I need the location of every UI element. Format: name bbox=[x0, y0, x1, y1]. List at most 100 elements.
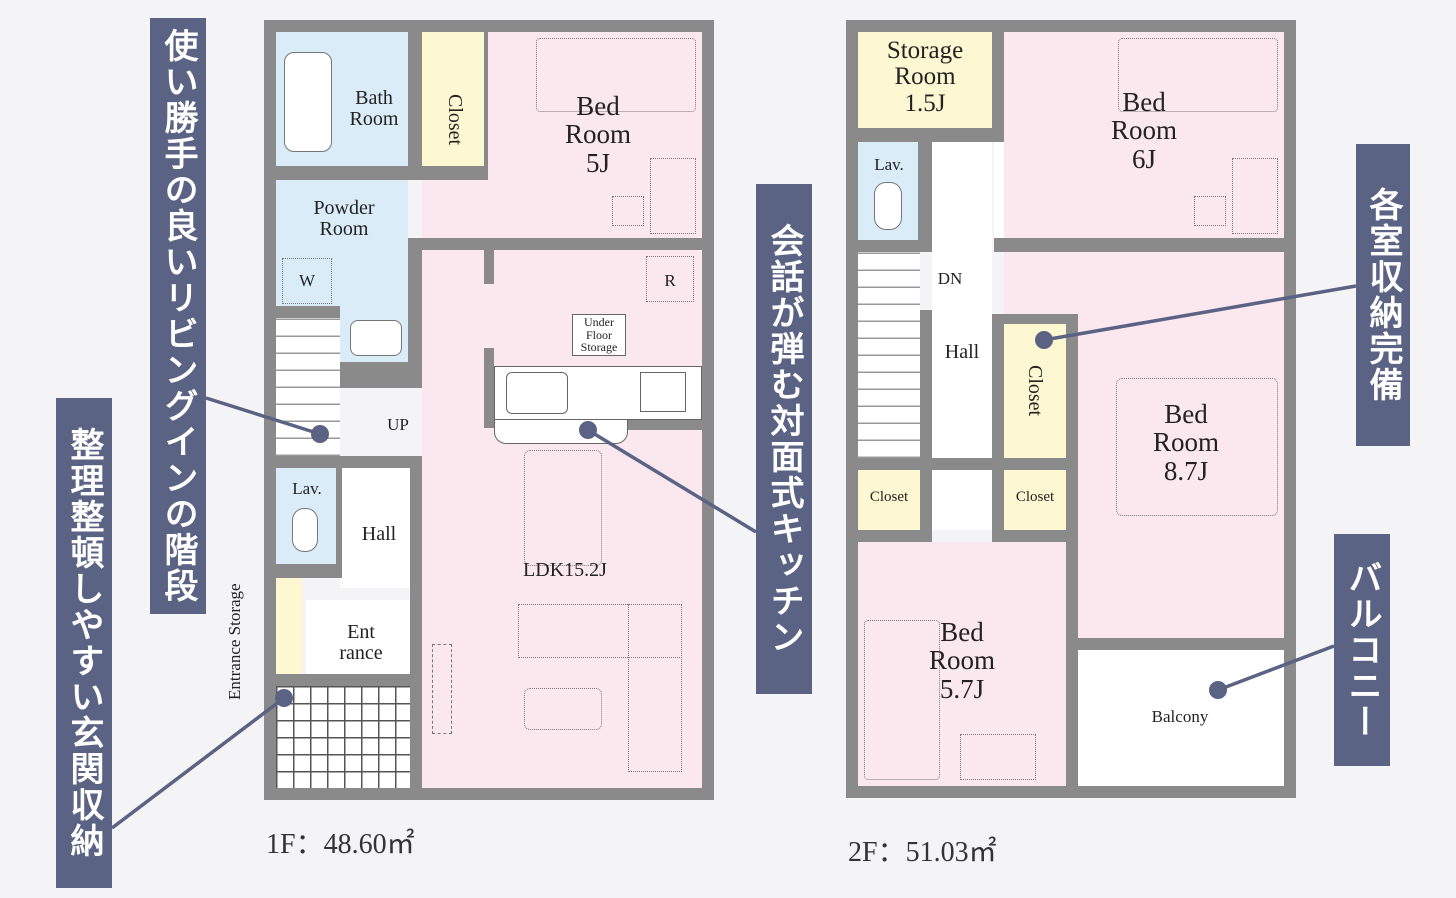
f1-toilet bbox=[292, 508, 318, 552]
f1-label-fridge: R bbox=[664, 271, 676, 290]
f1-wall-int bbox=[626, 420, 702, 430]
f2-area-label: 2F：51.03㎡ bbox=[848, 837, 997, 868]
f1-label-lav: Lav. bbox=[292, 479, 322, 498]
callout-balcony: バルコニー bbox=[1334, 534, 1390, 766]
f1-wall-top bbox=[264, 20, 714, 32]
f2-wall-int bbox=[920, 470, 932, 542]
f2-wall-left bbox=[846, 20, 858, 798]
f1-wall-bottom bbox=[264, 788, 714, 800]
f1-label-underfloor: Under Floor Storage bbox=[572, 314, 626, 356]
f2-wall-bottom bbox=[846, 786, 1296, 798]
f1-wall-int bbox=[484, 238, 494, 284]
callout-dot-closet bbox=[1035, 331, 1053, 349]
f1-label-bedroom: Bed Room 5J bbox=[564, 91, 631, 178]
f1-label-up: UP bbox=[387, 415, 409, 434]
f2-balcony bbox=[1078, 650, 1284, 786]
f2-bed87-outline bbox=[1116, 378, 1278, 516]
f2-wall-right bbox=[1284, 20, 1296, 798]
callout-dot-stairs bbox=[311, 425, 329, 443]
f2-wall-int bbox=[858, 240, 932, 252]
f1-sofa-side bbox=[628, 604, 682, 772]
f1-label-bath: Bath Room bbox=[349, 87, 399, 130]
f1-label-entrance: Ent rance bbox=[339, 621, 383, 664]
f1-label-washer: W bbox=[298, 271, 316, 290]
f2-label-bedroom6: Bed Room 6J bbox=[1110, 87, 1177, 174]
f1-label-powder: Powder Room bbox=[313, 197, 375, 240]
f1-tv-board bbox=[432, 644, 452, 734]
f1-label-closet: Closet bbox=[444, 94, 466, 146]
f1-washbasin bbox=[350, 320, 402, 356]
f1-wall-int bbox=[484, 32, 488, 166]
f2-stairs[interactable] bbox=[858, 252, 920, 458]
f1-bathtub bbox=[284, 52, 332, 152]
f1-bed-outline bbox=[536, 38, 696, 112]
callout-dot-balcony bbox=[1209, 681, 1227, 699]
f1-desk-outline bbox=[650, 158, 696, 234]
f2-label-closet-vertical: Closet bbox=[1024, 365, 1046, 417]
f2-label-dn: DN bbox=[937, 269, 963, 288]
f1-hall bbox=[340, 468, 410, 588]
f1-wall-int bbox=[276, 674, 410, 686]
f1-wall-int bbox=[276, 564, 342, 578]
f1-fridge-outline bbox=[646, 256, 694, 302]
f1-entrance bbox=[306, 600, 410, 674]
f2-toilet bbox=[874, 182, 902, 230]
f2-wall-int bbox=[858, 530, 932, 542]
f1-stove bbox=[640, 372, 686, 412]
f2-closet-a bbox=[858, 470, 920, 530]
f2-wall-int bbox=[992, 314, 1078, 324]
f2-wall-int bbox=[992, 530, 1078, 542]
f2-wall-int bbox=[1078, 638, 1284, 650]
f2-label-balcony: Balcony bbox=[1151, 707, 1209, 726]
f2-wall-top bbox=[846, 20, 1296, 32]
f1-wall-int bbox=[340, 362, 420, 388]
f2-chair6-outline bbox=[1194, 196, 1226, 226]
f1-sink bbox=[506, 372, 568, 414]
f2-desk6-outline bbox=[1232, 158, 1278, 234]
f2-wall-int bbox=[920, 310, 932, 458]
f1-wall-int bbox=[410, 468, 422, 798]
f2-label-closet-b: Closet bbox=[1015, 489, 1055, 505]
f2-bed6-outline bbox=[1118, 38, 1278, 112]
f1-wall-int bbox=[408, 32, 422, 172]
callout-entrance-storage: 整理整頓しやすい玄関収納 bbox=[56, 398, 112, 888]
callout-dot-entrance-storage bbox=[275, 689, 293, 707]
f2-wall-int bbox=[992, 32, 1004, 142]
f2-wall-int bbox=[918, 142, 932, 252]
f2-label-closet-a: Closet bbox=[869, 489, 909, 505]
f2-bedroom-57j bbox=[858, 542, 1066, 786]
f1-wall-int bbox=[276, 306, 340, 318]
f2-wall-int bbox=[994, 238, 1284, 252]
f1-wall-int bbox=[276, 456, 422, 468]
f1-wall-int bbox=[408, 238, 422, 388]
f1-chair-outline bbox=[612, 196, 644, 226]
f2-hall bbox=[932, 142, 992, 458]
f2-wall-int bbox=[1066, 542, 1078, 786]
callout-dot-kitchen bbox=[579, 421, 597, 439]
f1-wall-int bbox=[336, 468, 342, 578]
callout-kitchen: 会話が弾む対面式キッチン bbox=[756, 184, 812, 694]
f2-label-bedroom87: Bed Room 8.7J bbox=[1152, 399, 1219, 486]
f2-closet-b bbox=[1004, 470, 1066, 530]
f1-wall-int bbox=[484, 348, 494, 428]
f2-wall-int bbox=[992, 314, 1004, 530]
f1-area-label: 1F：48.60㎡ bbox=[266, 829, 415, 860]
f1-stairs[interactable] bbox=[276, 318, 340, 456]
f1-coffee-table bbox=[524, 688, 602, 730]
f2-label-hall: Hall bbox=[944, 341, 980, 363]
f1-wall-int bbox=[276, 166, 422, 180]
f2-storage-room bbox=[858, 32, 992, 128]
f1-ldk bbox=[422, 250, 702, 788]
f2-label-storage: Storage Room 1.5J bbox=[886, 37, 964, 117]
f2-wall-int bbox=[858, 128, 1004, 142]
f2-label-bedroom57: Bed Room 5.7J bbox=[928, 617, 995, 704]
f2-desk57-outline bbox=[960, 734, 1036, 780]
callout-living-stairs: 使い勝手の良いリビングインの階段 bbox=[150, 18, 206, 614]
f1-wall-right bbox=[702, 20, 714, 800]
f2-bed57-outline bbox=[864, 620, 940, 780]
f1-label-hall: Hall bbox=[361, 523, 397, 545]
f1-washer-outline bbox=[282, 258, 332, 304]
f2-label-lav: Lav. bbox=[874, 155, 904, 174]
f1-label-ldk: LDK15.2J bbox=[523, 559, 607, 581]
